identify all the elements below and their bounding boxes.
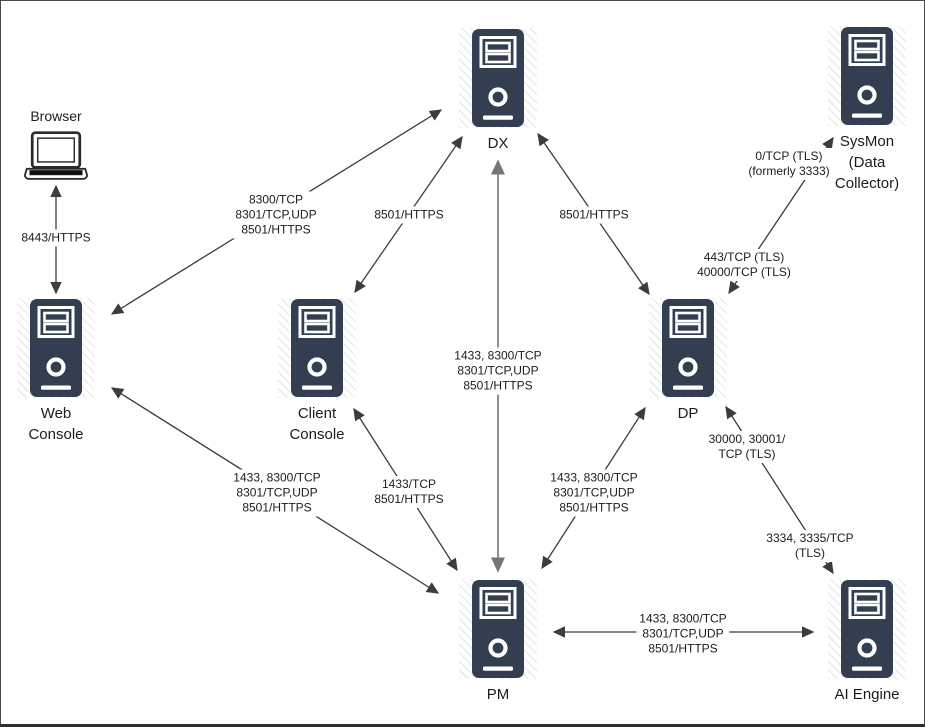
node-dp: DP — [649, 298, 727, 424]
edge-label-dp-aiengine-upper: 30000, 30001/ TCP (TLS) — [705, 431, 789, 463]
server-icon — [29, 298, 83, 398]
node-browser-label: Browser — [30, 108, 82, 124]
node-sysmon: SysMon (Data Collector) — [828, 26, 906, 194]
server-icon — [661, 298, 715, 398]
node-dx: DX — [459, 28, 537, 154]
node-client-console: Client Console — [278, 298, 356, 445]
server-icon — [471, 28, 525, 128]
server-icon — [840, 579, 894, 679]
server-icon — [290, 298, 344, 398]
node-dp-label: DP — [677, 405, 699, 422]
server-icon — [471, 579, 525, 679]
node-pm-label: PM — [486, 686, 510, 703]
node-web-console: Web Console — [17, 298, 95, 445]
edge-label-clientconsole-pm: 1433/TCP 8501/HTTPS — [371, 476, 447, 508]
edge-label-pm-dx: 1433, 8300/TCP 8301/TCP,UDP 8501/HTTPS — [451, 347, 545, 395]
edge-label-pm-aiengine: 1433, 8300/TCP 8301/TCP,UDP 8501/HTTPS — [636, 610, 730, 658]
node-dx-label: DX — [487, 135, 509, 152]
node-browser: Browser — [17, 106, 95, 181]
edge-label-clientconsole-dx: 8501/HTTPS — [371, 206, 447, 224]
node-client-console-label: Client Console — [289, 405, 345, 443]
node-web-console-label: Web Console — [28, 405, 84, 443]
edge-label-webconsole-pm: 1433, 8300/TCP 8301/TCP,UDP 8501/HTTPS — [230, 469, 324, 517]
laptop-icon — [24, 131, 88, 181]
edge-label-sysmon-dp-upper: 0/TCP (TLS) (formerly 3333) — [745, 148, 833, 180]
edge-label-dp-aiengine-lower: 3334, 3335/TCP (TLS) — [763, 530, 857, 562]
edge-label-dx-dp: 8501/HTTPS — [556, 206, 632, 224]
server-icon — [840, 26, 894, 126]
edge-label-sysmon-dp-lower: 443/TCP (TLS) 40000/TCP (TLS) — [694, 249, 794, 281]
node-ai-engine: AI Engine — [828, 579, 906, 705]
node-sysmon-label: SysMon (Data Collector) — [834, 133, 900, 192]
node-pm: PM — [459, 579, 537, 705]
edge-label-dp-pm: 1433, 8300/TCP 8301/TCP,UDP 8501/HTTPS — [547, 469, 641, 517]
edge-label-browser-webconsole: 8443/HTTPS — [18, 229, 94, 247]
edge-label-webconsole-dx: 8300/TCP 8301/TCP,UDP 8501/HTTPS — [232, 191, 320, 239]
node-ai-engine-label: AI Engine — [834, 686, 900, 703]
